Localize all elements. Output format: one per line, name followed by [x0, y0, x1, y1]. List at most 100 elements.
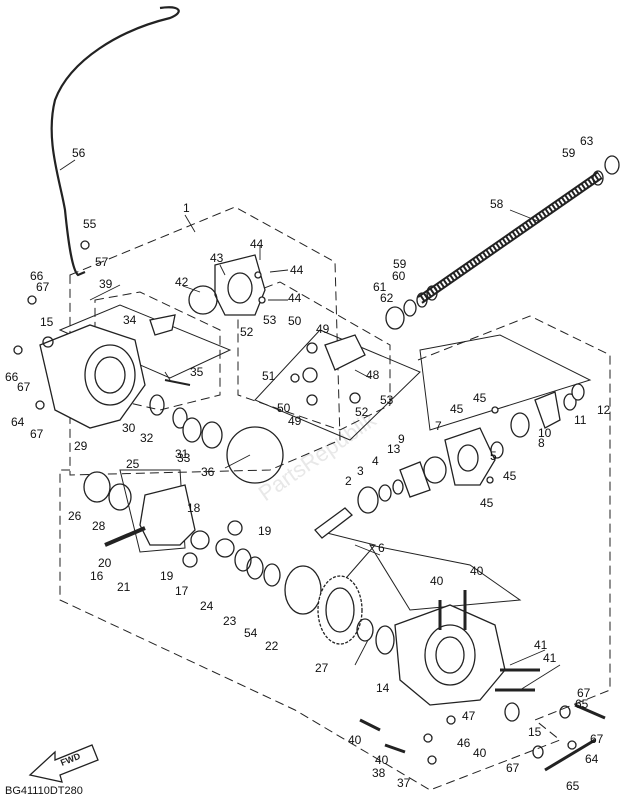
- callout-62: 62: [380, 291, 394, 305]
- callout-65: 65: [575, 697, 589, 711]
- callout-63: 63: [580, 134, 594, 148]
- callout-52: 52: [240, 325, 254, 339]
- callout-34: 34: [123, 313, 137, 327]
- gear-17: [215, 538, 235, 558]
- fwd-arrow: FWD: [28, 744, 99, 783]
- callout-40: 40: [348, 733, 362, 747]
- callout-46: 46: [457, 736, 471, 750]
- callout-23: 23: [223, 614, 237, 628]
- callout-45: 45: [473, 391, 487, 405]
- callout-49: 49: [288, 414, 302, 428]
- callout-31: 31: [175, 447, 189, 461]
- callout-3: 3: [357, 464, 364, 478]
- callout-12: 12: [597, 403, 611, 417]
- callout-36: 36: [201, 465, 215, 479]
- callout-15: 15: [40, 315, 54, 329]
- callout-28: 28: [92, 519, 106, 533]
- callout-10: 10: [538, 426, 552, 440]
- callout-45: 45: [450, 402, 464, 416]
- callout-67: 67: [590, 732, 604, 746]
- parts: [13, 155, 620, 772]
- callout-8: 8: [538, 436, 545, 450]
- callout-41: 41: [534, 638, 548, 652]
- callout-66: 66: [30, 269, 44, 283]
- callout-47: 47: [462, 709, 476, 723]
- gear-19: [227, 520, 243, 536]
- callout-5: 5: [490, 449, 497, 463]
- diagram-code: BG41110DT280: [5, 785, 83, 797]
- callout-55: 55: [83, 217, 97, 231]
- callout-54: 54: [244, 626, 258, 640]
- callout-41: 41: [543, 651, 557, 665]
- gear-19b: [182, 552, 198, 568]
- callout-43: 43: [210, 251, 224, 265]
- callout-16: 16: [90, 569, 104, 583]
- callout-61: 61: [373, 280, 387, 294]
- callout-51: 51: [262, 369, 276, 383]
- callout-53: 53: [263, 313, 277, 327]
- callout-9: 9: [398, 432, 405, 446]
- bracket-34: [149, 314, 176, 336]
- callout-15: 15: [528, 725, 542, 739]
- callout-44: 44: [288, 291, 302, 305]
- callout-67: 67: [506, 761, 520, 775]
- callout-2: 2: [345, 474, 352, 488]
- callout-44: 44: [290, 263, 304, 277]
- callout-39: 39: [99, 277, 113, 291]
- callout-60: 60: [392, 269, 406, 283]
- callout-67: 67: [577, 686, 591, 700]
- callout-19: 19: [258, 524, 272, 538]
- callout-13: 13: [387, 442, 401, 456]
- callout-14: 14: [376, 681, 390, 695]
- callout-48: 48: [366, 368, 380, 382]
- yoke-10: [534, 391, 561, 429]
- callout-44: 44: [250, 237, 264, 251]
- callout-59: 59: [562, 146, 576, 160]
- assembly-outline: [59, 206, 611, 791]
- gear-18: [190, 530, 210, 550]
- callout-24: 24: [200, 599, 214, 613]
- callout-58: 58: [490, 197, 504, 211]
- yoke-48: [324, 334, 366, 371]
- callout-19: 19: [160, 569, 174, 583]
- callout-65: 65: [566, 779, 580, 793]
- callout-35: 35: [190, 365, 204, 379]
- callout-25: 25: [126, 457, 140, 471]
- cross-51: [302, 367, 318, 383]
- callout-40: 40: [430, 574, 444, 588]
- callout-33: 33: [177, 451, 191, 465]
- callout-20: 20: [98, 556, 112, 570]
- callout-49: 49: [316, 322, 330, 336]
- callout-64: 64: [11, 415, 25, 429]
- diff-case-16: [139, 484, 196, 546]
- pinion-6: [314, 507, 353, 539]
- callout-40: 40: [470, 564, 484, 578]
- callout-21: 21: [117, 580, 131, 594]
- callout-1: 1: [183, 201, 190, 215]
- callout-66: 66: [5, 370, 19, 384]
- callout-11: 11: [574, 413, 587, 427]
- callout-53: 53: [380, 393, 394, 407]
- callout-27: 27: [315, 661, 329, 675]
- callout-57: 57: [95, 255, 109, 269]
- seal-26: [83, 471, 111, 503]
- callout-42: 42: [175, 275, 189, 289]
- callout-29: 29: [74, 439, 88, 453]
- o-ring-42: [188, 285, 218, 315]
- callout-37: 37: [397, 776, 411, 790]
- callout-59: 59: [393, 257, 407, 271]
- cable-56: [50, 6, 180, 277]
- callout-32: 32: [140, 431, 154, 445]
- callout-50: 50: [277, 401, 291, 415]
- drive-shaft-58: [417, 171, 603, 304]
- callout-45: 45: [480, 496, 494, 510]
- callout-56: 56: [72, 146, 86, 160]
- callout-45: 45: [503, 469, 517, 483]
- callout-40: 40: [473, 746, 487, 760]
- callout-67: 67: [30, 427, 44, 441]
- callout-67: 67: [36, 280, 50, 294]
- callout-18: 18: [187, 501, 201, 515]
